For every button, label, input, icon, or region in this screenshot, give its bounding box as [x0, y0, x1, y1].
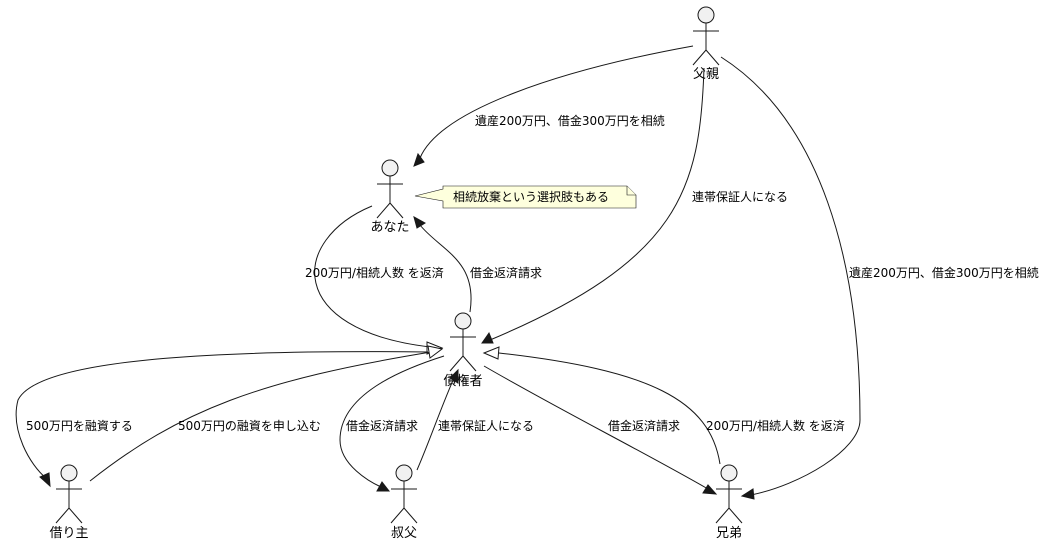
actor-creditor[interactable]: 債権者: [443, 312, 483, 389]
edge-father-creditor: 連帯保証人になる: [481, 67, 788, 344]
actor-borrower[interactable]: 借り主: [49, 464, 89, 541]
edge-uncle-creditor: 連帯保証人になる: [416, 368, 534, 471]
actor-sibling[interactable]: 兄弟: [715, 464, 743, 541]
note-fold: [626, 186, 636, 196]
actor-head: [60, 464, 78, 482]
arrowhead: [702, 484, 718, 495]
actor-body: [692, 23, 720, 66]
edge-creditor-you: 借金返済請求: [413, 215, 542, 313]
edge-label-sibling-creditor: 200万円/相続人数 を返済: [706, 418, 845, 433]
arrowhead: [413, 215, 426, 229]
actor-you[interactable]: あなた: [370, 159, 410, 235]
note: 相続放棄という選択肢もある: [414, 185, 637, 209]
actor-label-you: あなた: [370, 220, 409, 235]
actor-head: [697, 6, 715, 24]
arrowhead: [481, 331, 494, 344]
edge-father-you: 遺産200万円、借金300万円を相続: [413, 45, 694, 167]
actor-label-uncle: 叔父: [391, 526, 417, 541]
actor-body: [449, 329, 477, 372]
actor-uncle[interactable]: 叔父: [390, 464, 418, 541]
edge-creditor-sibling: 借金返済請求: [483, 365, 718, 495]
arrowhead-open: [482, 346, 500, 360]
edge-line: [483, 365, 709, 490]
edge-label-father-sibling: 遺産200万円、借金300万円を相続: [849, 265, 1039, 280]
edge-line: [339, 355, 445, 488]
edge-creditor-uncle: 借金返済請求: [339, 355, 445, 492]
arrowhead: [376, 481, 391, 492]
actor-father[interactable]: 父親: [692, 6, 720, 82]
edge-label-borrower-creditor: 500万円の融資を申し込む: [178, 419, 321, 433]
edge-creditor-borrower: 500万円を融資する: [15, 351, 429, 488]
edge-line: [89, 351, 432, 482]
arrowhead: [449, 368, 459, 384]
edge-line: [416, 377, 455, 471]
actor-body: [390, 481, 418, 524]
edge-label-creditor-sibling: 借金返済請求: [608, 418, 680, 433]
actor-label-sibling: 兄弟: [716, 526, 742, 541]
actor-label-father: 父親: [693, 67, 719, 82]
actor-head: [720, 464, 738, 482]
arrowhead: [39, 472, 51, 488]
arrowhead: [413, 152, 425, 167]
edge-line: [419, 45, 694, 159]
actor-head: [395, 464, 413, 482]
actor-head: [454, 312, 472, 330]
edge-label-father-creditor: 連帯保証人になる: [692, 190, 788, 204]
edge-line: [419, 224, 472, 313]
actor-head: [381, 159, 399, 177]
edge-line: [489, 67, 705, 341]
note-text: 相続放棄という選択肢もある: [453, 189, 609, 204]
edge-borrower-creditor: 500万円の融資を申し込む: [89, 345, 444, 482]
actor-label-creditor: 債権者: [443, 373, 482, 389]
edge-label-father-you: 遺産200万円、借金300万円を相続: [475, 113, 665, 128]
edge-label-creditor-borrower: 500万円を融資する: [26, 419, 133, 433]
arrowhead: [740, 488, 755, 500]
arrowhead-open: [427, 345, 444, 359]
actor-body: [715, 481, 743, 524]
edge-label-creditor-uncle: 借金返済請求: [346, 418, 418, 433]
edge-line: [314, 205, 431, 348]
edge-sibling-creditor: 200万円/相続人数 を返済: [482, 346, 845, 465]
actor-body: [376, 176, 404, 219]
edge-line: [720, 56, 861, 496]
edge-line: [15, 351, 429, 479]
edge-label-uncle-creditor: 連帯保証人になる: [438, 419, 534, 433]
edge-label-you-creditor: 200万円/相続人数 を返済: [305, 265, 444, 280]
actor-label-borrower: 借り主: [49, 526, 88, 541]
edge-father-sibling: 遺産200万円、借金300万円を相続: [720, 56, 1039, 500]
edge-line: [498, 352, 721, 465]
actor-body: [55, 481, 83, 524]
edge-label-creditor-you: 借金返済請求: [470, 265, 542, 280]
